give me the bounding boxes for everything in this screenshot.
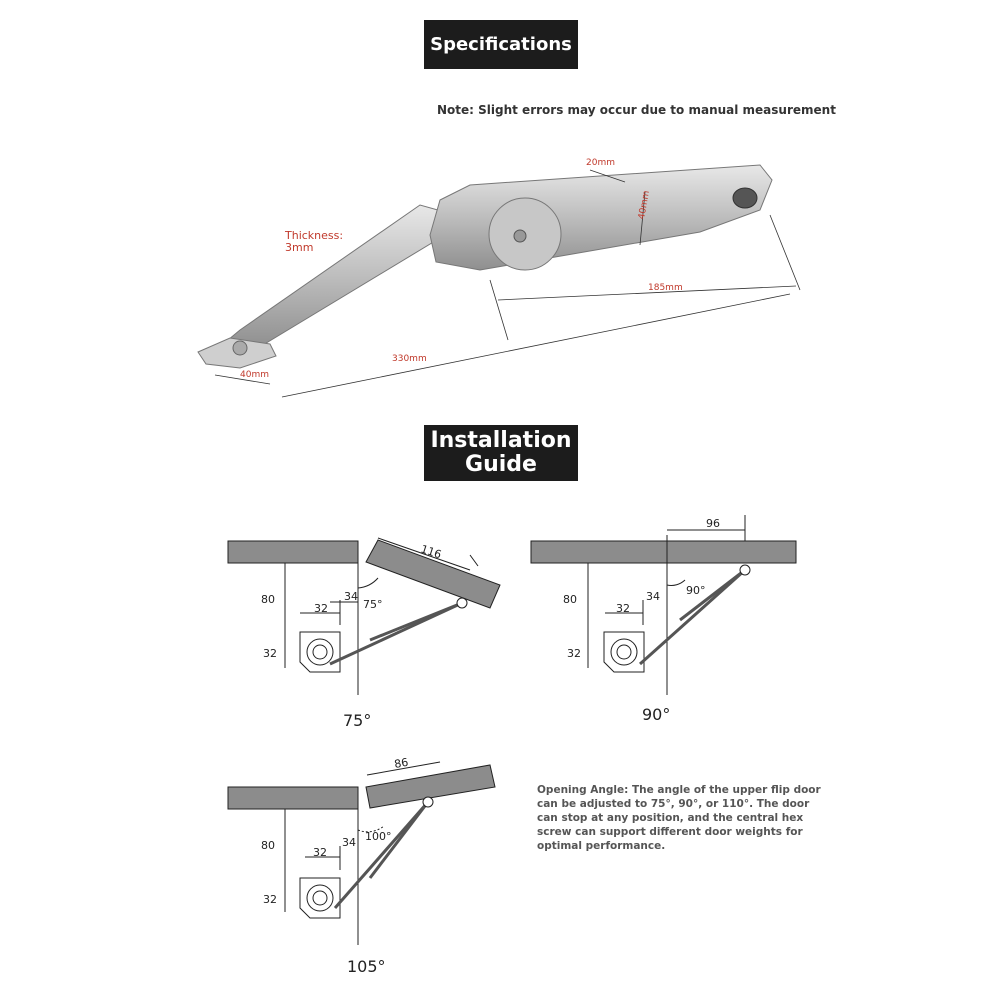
- diagram-105-top-dim: 86: [393, 756, 409, 771]
- opening-angle-description: Opening Angle: The angle of the upper fl…: [537, 784, 821, 852]
- diagram-75-d34: 34: [344, 590, 358, 603]
- specifications-banner: Specifications: [424, 20, 578, 69]
- diagram-90-d32b: 32: [567, 647, 581, 660]
- dim-thickness: Thickness: 3mm: [285, 229, 344, 254]
- diagram-75-d32b: 32: [263, 647, 277, 660]
- diagram-105-d34: 34: [342, 836, 356, 849]
- diagram-75-inner-angle: 75°: [363, 598, 383, 611]
- diagram-105-inner-angle: 100°: [365, 830, 392, 843]
- diagram-90-d34: 34: [646, 590, 660, 603]
- diagram-90-angle-label: 90°: [642, 705, 671, 724]
- dim-width-top: 20mm: [586, 158, 615, 168]
- diagram-105-d32b: 32: [263, 893, 277, 906]
- diagram-90-d32a: 32: [616, 602, 630, 615]
- dim-base: 40mm: [240, 370, 269, 380]
- diagram-75: [227, 537, 501, 695]
- diagram-105: [227, 761, 496, 945]
- diagram-90: [530, 515, 797, 695]
- dim-arm-length: 185mm: [648, 283, 683, 293]
- diagram-75-d80: 80: [261, 593, 275, 606]
- dim-total-length: 330mm: [392, 354, 427, 364]
- installation-title-line2: Guide: [465, 452, 537, 477]
- diagram-90-top-dim: 96: [706, 517, 720, 530]
- measurement-note: Note: Slight errors may occur due to man…: [437, 103, 836, 117]
- diagram-105-angle-label: 105°: [347, 957, 386, 976]
- diagram-105-d80: 80: [261, 839, 275, 852]
- diagram-75-d32a: 32: [314, 602, 328, 615]
- diagram-75-top-dim: 116: [419, 542, 443, 561]
- diagram-90-inner-angle: 90°: [686, 584, 706, 597]
- diagram-75-angle-label: 75°: [343, 711, 372, 730]
- diagram-90-d80: 80: [563, 593, 577, 606]
- installation-guide-banner: Installation Guide: [424, 425, 578, 481]
- mount-hole: [732, 187, 758, 209]
- installation-title-line1: Installation: [430, 428, 572, 453]
- diagram-105-d32a: 32: [313, 846, 327, 859]
